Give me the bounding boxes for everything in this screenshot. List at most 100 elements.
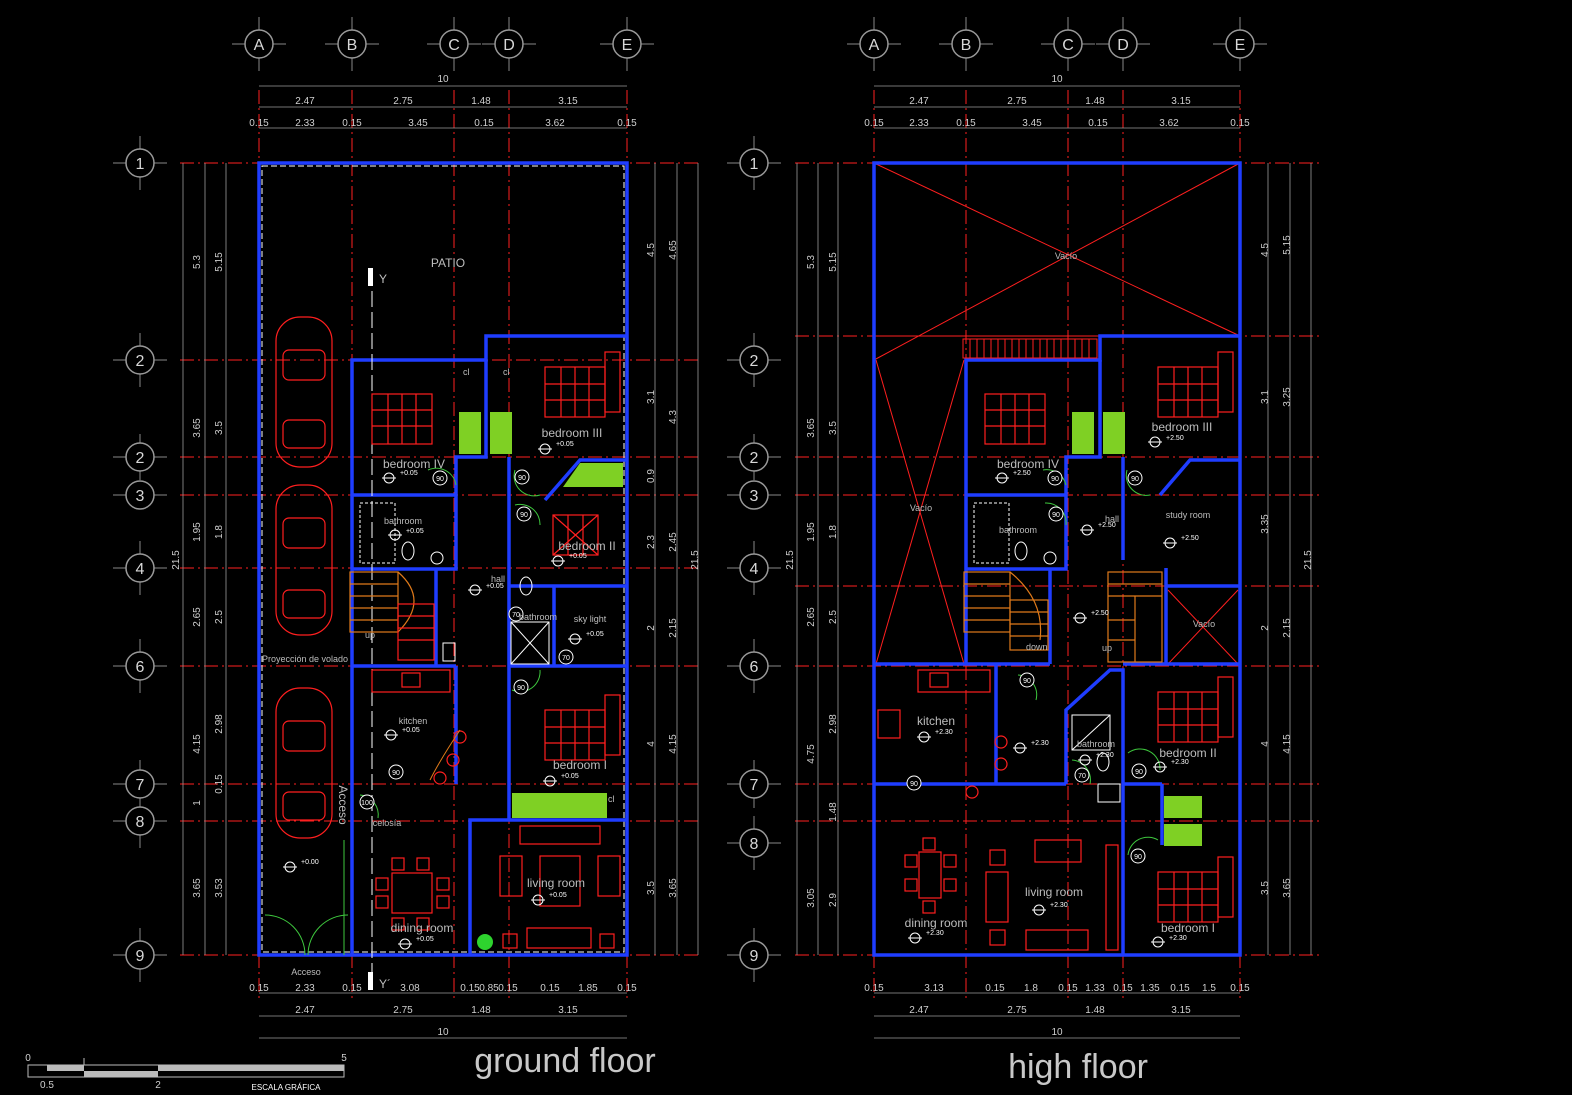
high-floor-title: high floor [1008, 1048, 1148, 1086]
axis-marker-e: E [1213, 17, 1267, 71]
svg-text:0.15: 0.15 [617, 118, 637, 129]
svg-text:+0.05: +0.05 [586, 631, 604, 638]
section-label-y-prime: Y´ [379, 977, 391, 991]
svg-text:3.5: 3.5 [214, 421, 225, 435]
svg-text:E: E [1235, 37, 1246, 54]
svg-text:3.25: 3.25 [1282, 387, 1293, 407]
svg-text:+0.05: +0.05 [569, 553, 587, 560]
axis-marker-2b: 2 [727, 434, 781, 480]
level-marker: +2.50 [1073, 610, 1109, 624]
label-dining: dining room [905, 916, 968, 930]
svg-text:4: 4 [750, 561, 759, 578]
door-tag: 90 [906, 775, 922, 791]
bed-icons [371, 351, 621, 761]
svg-text:3.1: 3.1 [1260, 390, 1271, 404]
svg-text:2: 2 [136, 353, 145, 370]
column-axis-markers: A B C D E [232, 17, 654, 71]
axis-marker-4: 4 [113, 541, 167, 595]
svg-text:C: C [448, 37, 460, 54]
svg-text:2.98: 2.98 [828, 714, 839, 734]
axis-marker-d: D [1096, 17, 1150, 71]
level-marker: +0.05 [468, 583, 504, 596]
bed-icon [371, 393, 433, 445]
svg-text:3.65: 3.65 [192, 878, 203, 898]
level-marker: +2.30 [1032, 902, 1068, 916]
top-dimensions-high: 10 2.47 2.75 1.48 3.15 0.15 2.33 0.15 3.… [864, 74, 1250, 129]
svg-text:4.3: 4.3 [668, 410, 679, 424]
level-marker: +0.05 [538, 441, 574, 455]
svg-text:2.33: 2.33 [909, 118, 929, 129]
label-kitchen: kitchen [917, 714, 955, 728]
svg-text:90: 90 [392, 770, 400, 777]
svg-text:2.15: 2.15 [668, 618, 679, 638]
column-axis-markers-high: A B C D E [847, 17, 1267, 71]
axis-marker-6: 6 [727, 639, 781, 693]
svg-text:3.65: 3.65 [1282, 878, 1293, 898]
svg-text:9: 9 [136, 948, 145, 965]
door-tag: 90 [1048, 506, 1064, 522]
kitchen-fixtures-high [877, 669, 1008, 799]
axis-marker-1: 1 [727, 136, 781, 190]
svg-text:4.15: 4.15 [668, 734, 679, 754]
svg-text:2.47: 2.47 [909, 96, 929, 107]
svg-text:90: 90 [1051, 476, 1059, 483]
svg-text:90: 90 [1131, 476, 1139, 483]
label-hall: hall [1105, 514, 1119, 524]
svg-text:0.85: 0.85 [479, 983, 499, 994]
svg-text:1.85: 1.85 [578, 983, 598, 994]
top-dimensions: 10 2.47 2.75 1.48 3.15 0.15 2.33 0.15 3.… [249, 74, 637, 129]
svg-text:3: 3 [136, 488, 145, 505]
axis-marker-a: A [847, 17, 901, 71]
axis-marker-1: 1 [113, 136, 167, 190]
svg-text:0.15: 0.15 [1113, 983, 1133, 994]
axis-marker-9: 9 [727, 928, 781, 982]
svg-text:3.65: 3.65 [192, 418, 203, 438]
svg-text:cl: cl [463, 367, 470, 377]
axis-marker-2: 2 [113, 333, 167, 387]
level-markers-high: +2.50 +2.50 +2.50 +2.50 +2.50 +2.30 +2.3… [908, 435, 1199, 948]
svg-text:1.35: 1.35 [1140, 983, 1160, 994]
svg-text:2.5: 2.5 [214, 610, 225, 624]
axis-marker-8: 8 [727, 816, 781, 870]
svg-text:1.48: 1.48 [471, 1005, 491, 1016]
section-label-y: Y [379, 272, 387, 286]
svg-text:1.95: 1.95 [192, 522, 203, 542]
svg-text:1: 1 [192, 800, 203, 806]
car-icon [275, 687, 333, 839]
svg-text:0.15: 0.15 [249, 983, 269, 994]
svg-text:3.15: 3.15 [1171, 1005, 1191, 1016]
svg-text:+2.30: +2.30 [935, 729, 953, 736]
svg-text:2.15: 2.15 [1282, 618, 1293, 638]
axis-marker-2b: 2 [113, 434, 167, 480]
svg-text:up: up [365, 630, 375, 640]
axis-marker-c: C [1041, 17, 1095, 71]
door-tag: 90 [1127, 470, 1143, 486]
svg-text:0.15: 0.15 [342, 983, 362, 994]
label-bathroom: bathroom [999, 525, 1037, 535]
svg-text:2: 2 [155, 1080, 161, 1091]
row-axis-markers: 1 2 2 3 4 6 7 8 9 [113, 136, 167, 982]
axis-marker-4: 4 [727, 541, 781, 595]
svg-text:0.5: 0.5 [40, 1080, 54, 1091]
svg-text:3.53: 3.53 [214, 878, 225, 898]
label-bedroom-3: bedroom III [542, 426, 603, 440]
label-bedroom-4: bedroom IV [383, 457, 445, 471]
level-marker: +0.05 [531, 892, 567, 906]
closet-icons-high [1072, 412, 1202, 846]
svg-text:70: 70 [512, 612, 520, 619]
svg-text:cl: cl [503, 367, 510, 377]
left-dimensions-high: 21.5 5.3 3.65 1.95 2.65 4.75 3.05 5.15 3… [785, 163, 839, 955]
label-proyeccion: Proyección de volado [262, 654, 348, 664]
svg-text:+0.05: +0.05 [416, 936, 434, 943]
svg-text:0.9: 0.9 [646, 469, 657, 483]
svg-text:+2.50: +2.50 [1166, 435, 1184, 442]
svg-text:3.15: 3.15 [1171, 96, 1191, 107]
svg-text:10: 10 [1051, 1027, 1063, 1038]
door-tag: 90 [1131, 763, 1147, 779]
level-marker: +0.05 [551, 553, 587, 567]
stairs-icon-high: down up [963, 571, 1163, 663]
svg-text:3.5: 3.5 [1260, 881, 1271, 895]
svg-text:2.47: 2.47 [295, 96, 315, 107]
svg-text:4.75: 4.75 [806, 744, 817, 764]
